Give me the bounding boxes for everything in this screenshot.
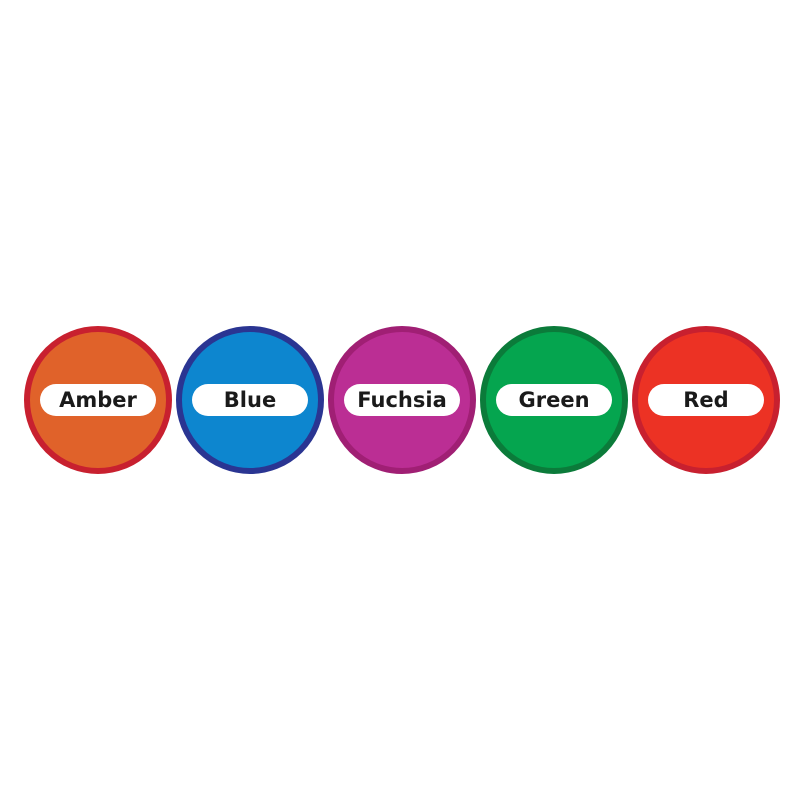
blue-badge: Blue — [176, 326, 324, 474]
green-badge: Green — [480, 326, 628, 474]
green-label-pill: Green — [496, 384, 612, 416]
green-label: Green — [518, 387, 590, 412]
red-label: Red — [683, 387, 729, 412]
blue-label-pill: Blue — [192, 384, 308, 416]
amber-label: Amber — [59, 387, 137, 412]
red-badge: Red — [632, 326, 780, 474]
red-label-pill: Red — [648, 384, 764, 416]
blue-label: Blue — [223, 387, 277, 412]
fuchsia-label-pill: Fuchsia — [344, 384, 460, 416]
fuchsia-badge: Fuchsia — [328, 326, 476, 474]
amber-badge: Amber — [24, 326, 172, 474]
amber-label-pill: Amber — [40, 384, 156, 416]
fuchsia-label: Fuchsia — [357, 387, 447, 412]
